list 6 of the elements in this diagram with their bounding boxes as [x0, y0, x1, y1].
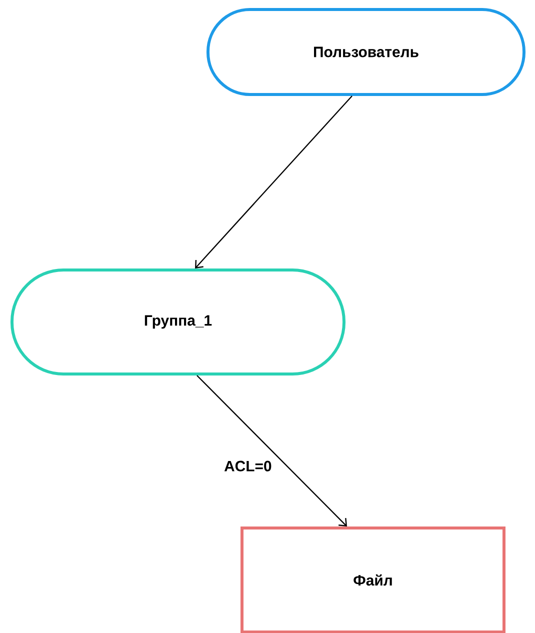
process-box: Пользователь [206, 8, 526, 96]
file-box: Файл [240, 526, 506, 633]
arrow [196, 375, 347, 526]
arrow [195, 96, 352, 268]
process-box: Группа_1 [10, 268, 346, 376]
edge-label: ACL=0 [223, 460, 273, 472]
